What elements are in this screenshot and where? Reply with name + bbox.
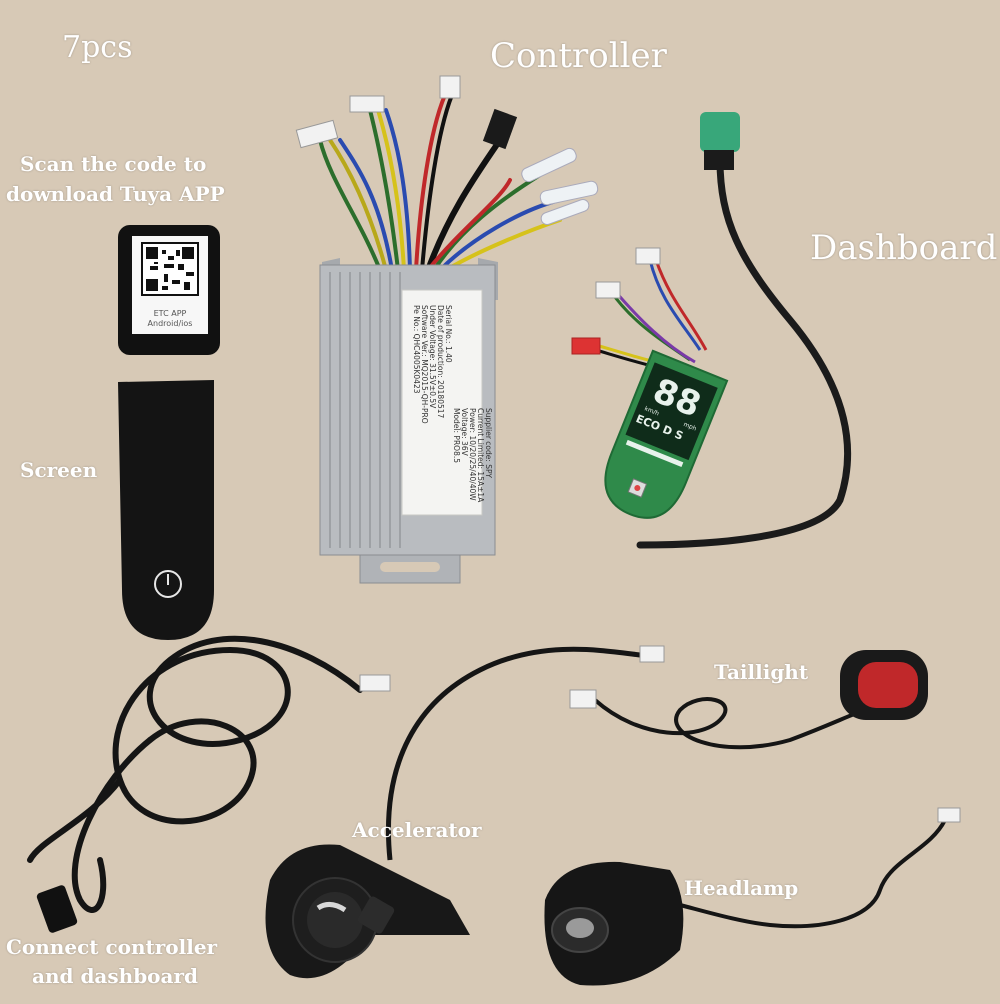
dashboard-label: Dashboard: [810, 228, 998, 268]
sticker-line: Current Limited: 15A±1A: [476, 408, 485, 503]
connect-label-line2: and dashboard: [32, 964, 198, 988]
sticker-line: Under Voltage: 31.5V±0.5V: [428, 305, 437, 409]
count-label: 7pcs: [62, 30, 133, 65]
controller-wires: [318, 93, 562, 273]
qr-code: [141, 242, 199, 296]
sticker-line: Model: PRO8.5: [452, 408, 461, 463]
connect-cable-plug: [359, 674, 391, 692]
sticker-line: Voltage: 36V: [460, 408, 469, 457]
controller-connectors: [295, 75, 599, 225]
connect-cable-connector: [36, 885, 78, 933]
taillight-label: Taillight: [714, 660, 809, 684]
screen-cover: [118, 380, 214, 640]
unit-mph: mph: [682, 421, 697, 433]
sticker-line: Software Ver.: MQ2015-QH-PRO: [420, 305, 429, 424]
sticker-line: Supplier code: SPY: [484, 408, 493, 478]
accelerator-throttle: [265, 844, 470, 979]
headlamp-cable: [679, 819, 947, 929]
accelerator-cable: [386, 646, 641, 861]
controller-sticker-text: Pe No.: QHC4005K0423 Software Ver.: MQ20…: [412, 305, 493, 503]
dashboard-connector: [700, 112, 740, 170]
headlamp-label: Headlamp: [684, 876, 799, 900]
scan-instruction-line1: Scan the code to: [20, 152, 207, 176]
screen-label: Screen: [20, 458, 98, 482]
headlamp: [544, 861, 684, 986]
dashboard-small-connectors: [571, 247, 661, 355]
dashboard-cable: [636, 156, 852, 549]
sticker-line: Date of production: 20180517: [436, 305, 445, 419]
taillight-cable: [593, 697, 861, 750]
connect-label-line1: Connect controller: [6, 935, 218, 959]
headlamp-plug: [937, 807, 961, 823]
power-icon: [154, 570, 182, 598]
taillight-plug: [569, 689, 597, 709]
scan-instruction-line2: download Tuya APP: [6, 182, 225, 206]
accelerator-label: Accelerator: [352, 818, 482, 842]
sticker-line: Pe No.: QHC4005K0423: [412, 305, 421, 394]
sticker-line: Serial No.: 1.40: [444, 305, 453, 363]
taillight: [840, 650, 928, 720]
controller-sticker: [401, 289, 483, 516]
dashboard-pcb: 88 km/h mph ECO D S: [604, 349, 729, 519]
qr-card: ETC APP Android/ios: [118, 225, 220, 355]
sticker-line: Power: 10/20/25/40/40W: [468, 408, 477, 501]
connect-cable: [27, 635, 363, 913]
accelerator-plug: [639, 645, 665, 663]
qr-card-line1: ETC APP: [154, 309, 187, 318]
controller-box: [319, 258, 498, 584]
controller-label: Controller: [490, 36, 667, 76]
qr-card-line2: Android/ios: [148, 319, 193, 328]
